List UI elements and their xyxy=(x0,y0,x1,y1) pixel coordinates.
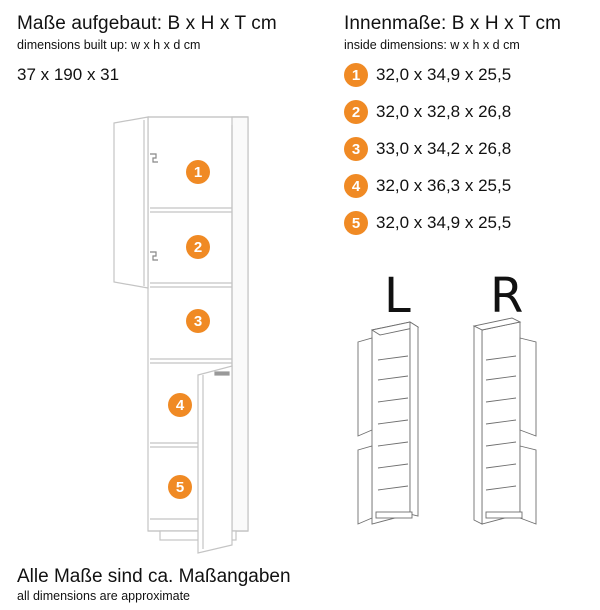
footer-subtitle: all dimensions are approximate xyxy=(17,589,191,603)
compartment-marker-label: 3 xyxy=(194,313,202,330)
inside-dimensions-heading: Innenmaße: B x H x T cm xyxy=(344,13,562,34)
inside-dimension-value: 32,0 x 36,3 x 25,5 xyxy=(376,176,512,195)
number-badge-1: 1 xyxy=(344,63,368,87)
inside-dimension-item: 3 33,0 x 34,2 x 26,8 xyxy=(344,137,511,161)
built-dimensions-subheading: dimensions built up: w x h x d cm xyxy=(17,38,201,52)
number-badge-2: 2 xyxy=(344,100,368,124)
number-badge-4: 4 xyxy=(344,174,368,198)
compartment-marker-label: 1 xyxy=(194,164,202,181)
inside-dimension-item: 4 32,0 x 36,3 x 25,5 xyxy=(344,174,511,198)
compartment-marker-label: 5 xyxy=(176,479,184,496)
inside-dimensions-list: 1 32,0 x 34,9 x 25,5 2 32,0 x 32,8 x 26,… xyxy=(344,63,511,248)
built-dimensions-heading: Maße aufgebaut: B x H x T cm xyxy=(17,13,277,34)
inside-dimension-value: 33,0 x 34,2 x 26,8 xyxy=(376,139,512,158)
compartment-marker-label: 2 xyxy=(194,239,202,256)
inside-dimension-value: 32,0 x 32,8 x 26,8 xyxy=(376,102,512,121)
inside-dimension-value: 32,0 x 34,9 x 25,5 xyxy=(376,213,512,232)
built-dimensions-value: 37 x 190 x 31 xyxy=(17,65,120,84)
variant-right-label: R xyxy=(490,268,524,324)
compartment-marker-label: 4 xyxy=(176,397,185,414)
compartment-marker-4 xyxy=(168,393,192,417)
number-badge-3: 3 xyxy=(344,137,368,161)
compartment-marker-2 xyxy=(186,235,210,259)
inside-dimension-item: 1 32,0 x 34,9 x 25,5 xyxy=(344,63,511,87)
number-badge-5: 5 xyxy=(344,211,368,235)
inside-dimension-item: 5 32,0 x 34,9 x 25,5 xyxy=(344,211,511,235)
inside-dimension-value: 32,0 x 34,9 x 25,5 xyxy=(376,65,512,84)
footer-title: Alle Maße sind ca. Maßangaben xyxy=(17,566,291,587)
variant-left-label: L xyxy=(384,268,411,324)
inside-dimension-item: 2 32,0 x 32,8 x 26,8 xyxy=(344,100,511,124)
compartment-marker-1 xyxy=(186,160,210,184)
compartment-marker-3 xyxy=(186,309,210,333)
inside-dimensions-subheading: inside dimensions: w x h x d cm xyxy=(344,38,520,52)
compartment-marker-5 xyxy=(168,475,192,499)
